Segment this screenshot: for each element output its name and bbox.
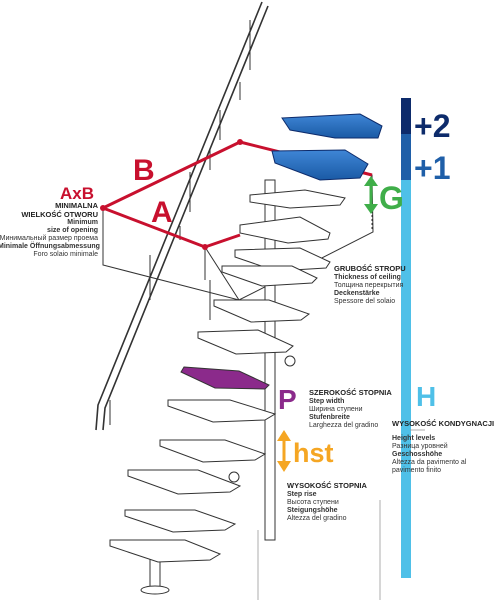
tread-plus-2 — [281, 113, 383, 139]
label-A: A — [151, 196, 173, 229]
opening-en-1: Minimum — [67, 219, 98, 227]
stair-pole — [140, 179, 276, 595]
step-width-info: SZEROKOŚĆ STOPNIA Step width Ширина ступ… — [309, 388, 392, 430]
step-width-tread — [180, 366, 270, 390]
height-title: WYSOKOŚĆ KONDYGNACJI — [392, 419, 495, 428]
ceiling-title: GRUBOŚĆ STROPU — [334, 264, 406, 273]
height-de: Geschosshöhe — [392, 450, 443, 458]
opening-title-2: WIELKOŚĆ OTWORU — [21, 209, 98, 219]
opening-info: MINIMALNA WIELKOŚĆ OTWORU Minimum size o… — [0, 201, 100, 259]
opening-title-1: MINIMALNA — [55, 201, 98, 210]
height-it-2: pavimento finito — [392, 466, 442, 474]
step-rise-arrow — [277, 430, 291, 472]
height-info: WYSOKOŚĆ KONDYGNACJI Height levels Разни… — [392, 419, 495, 475]
step-width-ru: Ширина ступени — [309, 405, 363, 413]
tread-plus-1 — [271, 149, 369, 181]
step-rise-ru: Высота ступени — [287, 498, 339, 506]
label-P: P — [278, 384, 297, 415]
step-width-en: Step width — [309, 397, 345, 405]
leader-lines — [257, 429, 425, 600]
step-rise-en: Step rise — [287, 490, 317, 498]
label-AxB: AxB — [60, 184, 95, 203]
label-B: B — [133, 154, 155, 187]
ceiling-info: GRUBOŚĆ STROPU Thickness of ceiling Толщ… — [334, 264, 406, 306]
opening-ticks — [100, 139, 243, 250]
ceiling-it: Spessore del solaio — [334, 297, 396, 305]
ceiling-de: Deckenstärke — [334, 289, 380, 297]
label-G: G — [379, 180, 404, 216]
opening-it: Foro solaio minimale — [33, 251, 98, 259]
step-width-it: Larghezza del gradino — [309, 421, 379, 429]
label-H: H — [416, 381, 437, 412]
ceiling-arrow — [364, 176, 378, 214]
height-en: Height levels — [392, 434, 436, 442]
step-rise-it: Altezza del gradino — [287, 514, 347, 522]
label-hst: hst — [293, 438, 334, 468]
opening-de: Minimale Öffnungsabmessung — [0, 243, 100, 251]
opening-en-2: size of opening — [47, 227, 98, 235]
height-ru: Разница уровней — [392, 442, 448, 450]
level-bar — [401, 98, 411, 578]
height-it-1: Altezza da pavimento al — [392, 458, 467, 466]
step-rise-title: WYSOKOŚĆ STOPNIA — [287, 481, 367, 490]
step-rise-de: Steigungshöhe — [287, 506, 338, 514]
stair-treads — [109, 189, 346, 563]
opening-ru: Минимальный размер проема — [0, 235, 98, 243]
step-width-de: Stufenbreite — [309, 413, 350, 421]
ceiling-ru: Толщина перекрытия — [334, 281, 404, 289]
ceiling-en: Thickness of ceiling — [334, 273, 401, 281]
label-plus-2: +2 — [414, 108, 451, 144]
balusters — [149, 20, 251, 320]
step-width-title: SZEROKOŚĆ STOPNIA — [309, 388, 392, 397]
handrail — [95, 1, 269, 431]
step-rise-info: WYSOKOŚĆ STOPNIA Step rise Высота ступен… — [287, 481, 367, 523]
label-plus-1: +1 — [414, 150, 451, 186]
